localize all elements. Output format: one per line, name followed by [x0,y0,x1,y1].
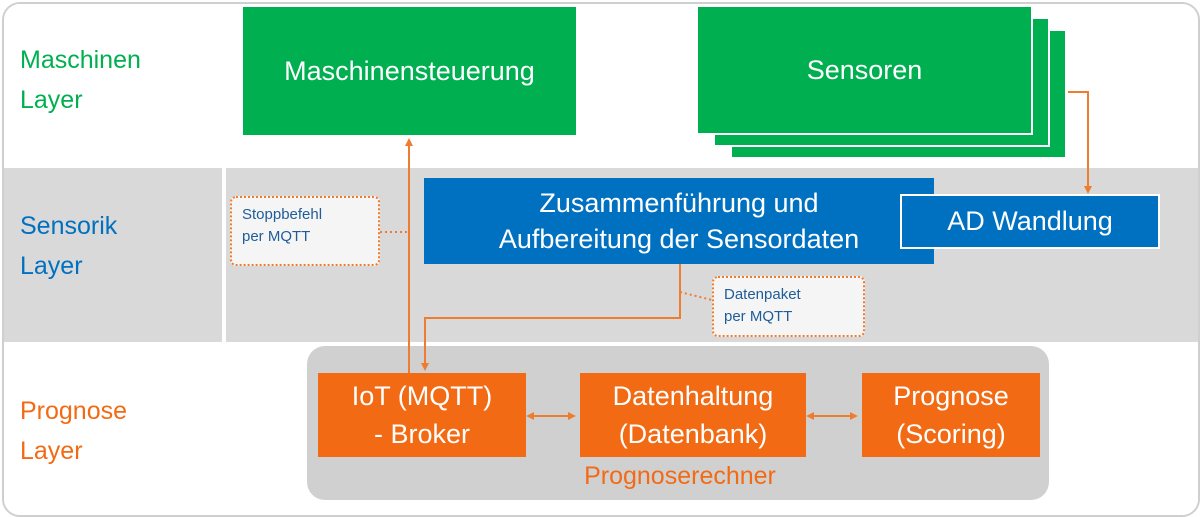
datenpaket-arrow [421,264,681,371]
sensoren-label: Sensoren [806,54,923,85]
maschinensteuerung-label: Maschinensteuerung [284,55,535,86]
prognose-layer-label: Prognose Layer [20,397,128,465]
label-column-divider [222,4,226,515]
prognoserechner-label: Prognoserechner [584,462,776,490]
maschinen-layer-label: Maschinen Layer [20,46,141,114]
iot-broker-box: IoT (MQTT) - Broker [318,373,526,457]
sensoren-to-ad-arrow [1068,91,1092,194]
datenpaket-callout: Datenpaket per MQTT [712,276,865,337]
ad-wandlung-box: AD Wandlung [902,196,1158,247]
datenhaltung-label: Datenhaltung (Datenbank) [612,381,774,449]
iot-broker-label: IoT (MQTT) - Broker [351,381,493,449]
sensorik-layer-label: Sensorik Layer [20,212,118,280]
maschinensteuerung-box: Maschinensteuerung [243,7,576,135]
prognose-scoring-box: Prognose (Scoring) [862,373,1040,457]
sensoren-box: Sensoren [698,7,1031,133]
datenpaket-callout-link [679,291,713,301]
zusammenfuehrung-box: Zusammenführung und Aufbereitung der Sen… [424,178,934,264]
layer-divider-top [4,164,1198,168]
prognose-scoring-label: Prognose (Scoring) [893,381,1009,449]
zusammenfuehrung-label: Zusammenführung und Aufbereitung der Sen… [498,188,860,254]
layer-divider-bottom [4,342,1198,346]
stoppbefehl-callout: Stoppbefehl per MQTT [230,196,380,266]
datenhaltung-box: Datenhaltung (Datenbank) [580,373,806,457]
ad-wandlung-label: AD Wandlung [947,206,1113,236]
